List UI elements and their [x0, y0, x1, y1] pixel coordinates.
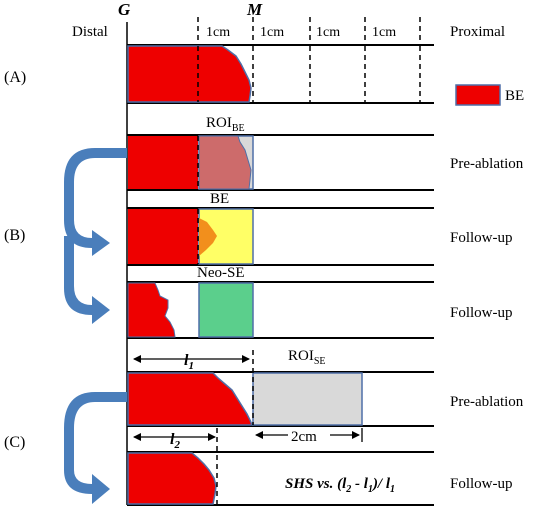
scale-label-4: 1cm [372, 25, 396, 40]
l1-label: l1 [184, 352, 194, 372]
panel-a-strip [127, 44, 434, 104]
neo-se-box [198, 282, 254, 338]
two-cm-label: 2cm [291, 429, 317, 445]
g-label: G [118, 0, 131, 19]
panel-b-arrows [64, 148, 127, 324]
roi-se-box [252, 372, 363, 426]
panel-b-follow-up-2-label: Follow-up [450, 305, 513, 321]
panel-a-be-region [127, 45, 252, 103]
panel-c-fu-be-region [127, 452, 217, 505]
legend-be-swatch [455, 84, 501, 106]
panel-a-label: (A) [4, 69, 26, 86]
distal-label: Distal [72, 24, 108, 40]
proximal-label: Proximal [450, 24, 505, 40]
l2-label: l2 [170, 431, 180, 451]
panel-b-fu1-be-region [128, 209, 198, 264]
panel-b-follow-up-2-strip [127, 281, 434, 339]
scale-label-3: 1cm [316, 25, 340, 40]
panel-c-pre-ablation-label: Pre-ablation [450, 394, 524, 410]
panel-b-pre-be-region [128, 136, 198, 189]
panel-b-pre-ablation-strip [127, 134, 434, 191]
neo-se-label: Neo-SE [197, 265, 245, 281]
residual-be-label: BE [210, 191, 229, 207]
scale-label-1: 1cm [206, 25, 230, 40]
roi-be-label: ROIBE [206, 115, 245, 134]
panel-b-arrow-to-fu1-icon [64, 148, 127, 256]
panel-b-arrow-to-fu2-icon [64, 236, 110, 324]
panel-c-follow-up-strip [127, 428, 434, 506]
panel-c-follow-up-label: Follow-up [450, 476, 513, 492]
roi-be-red-overlay [198, 135, 252, 190]
shs-formula: SHS vs. (l2 - l1)/ l1 [285, 476, 395, 495]
roi-se-label: ROISE [288, 348, 326, 367]
residual-be-orange [199, 218, 217, 256]
panel-c-pre-be-region [127, 372, 254, 426]
panel-c-pre-ablation-strip [127, 350, 434, 427]
panel-c-arrow-to-follow-up-icon [64, 392, 127, 504]
panel-c-label: (C) [4, 434, 25, 451]
panel-b-pre-ablation-label: Pre-ablation [450, 156, 524, 172]
panel-b-follow-up-1-label: Follow-up [450, 230, 513, 246]
scale-label-2: 1cm [260, 25, 284, 40]
panel-b-label: (B) [4, 227, 25, 244]
panel-b-fu2-be-region [127, 282, 176, 338]
panel-b-follow-up-1-strip [127, 207, 434, 266]
m-label: M [246, 0, 263, 19]
legend-be-label: BE [505, 88, 524, 104]
scale-separators [197, 17, 421, 43]
